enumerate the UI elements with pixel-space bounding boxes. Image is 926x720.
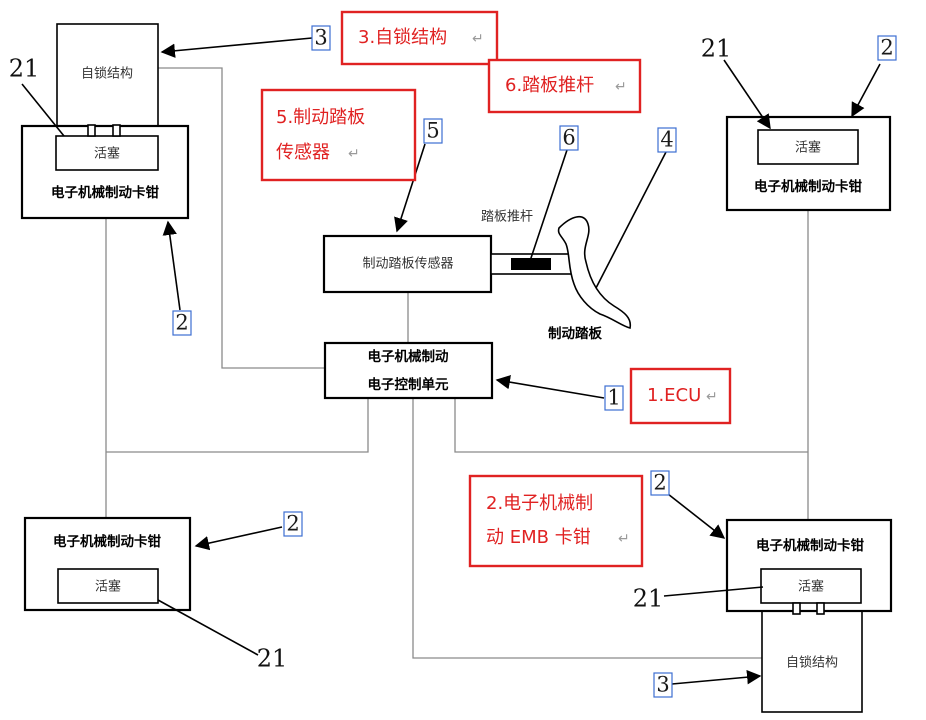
self-lock-block	[761, 603, 863, 713]
pedal-sensor-block	[322, 234, 493, 294]
arrow-3-top	[160, 37, 313, 58]
callout-pedal-rod-text: 6.踏板推杆	[505, 75, 594, 96]
piston-slot-right	[816, 602, 825, 615]
leader-4	[595, 151, 667, 289]
part-number-1: 1	[607, 386, 620, 410]
arrow-5	[394, 143, 426, 233]
wire-ecu-bottom-right-lock	[412, 398, 762, 659]
callout-pedal-sensor-line2: 传感器	[276, 142, 330, 163]
piston-slot-left	[792, 602, 801, 615]
pedal-rod-label: 踏板推杆	[481, 210, 533, 225]
arrow-2-bottom-left	[194, 526, 283, 551]
part-number-3: 3	[314, 26, 327, 50]
part-number-2: 2	[880, 36, 893, 60]
piston-label: 活塞	[798, 579, 824, 595]
callout-caliper-line1: 2.电子机械制	[486, 493, 593, 514]
leader-21-top-left	[21, 83, 65, 137]
arrow-2-bottom-right	[667, 493, 726, 539]
caliper-label: 电子机械制动卡钳	[754, 178, 862, 195]
piston-block	[57, 568, 159, 604]
ecu-block	[323, 341, 494, 400]
part-number-2: 2	[286, 512, 299, 536]
tag-3-bottom	[653, 672, 673, 698]
leader-21-bottom-right	[663, 586, 764, 597]
tag-2-bottom-left	[283, 511, 303, 537]
caliper-label: 电子机械制动卡钳	[51, 184, 159, 201]
wire-ecu-top-left-lock	[158, 67, 325, 369]
brake-pedal-label: 制动踏板	[548, 325, 602, 342]
callout-pedal-sensor	[260, 88, 417, 182]
arrow-1	[495, 375, 605, 399]
annotation-callouts: 3.自锁结构 ↵ 6.踏板推杆 ↵ 5.制动踏板 传感器 ↵ 1.ECU ↵ 2…	[260, 10, 732, 568]
callout-ecu	[629, 367, 732, 425]
leader-6	[528, 149, 568, 265]
tag-1	[604, 385, 624, 411]
pointers	[21, 37, 881, 685]
return-mark: ↵	[615, 79, 627, 95]
piston-label: 活塞	[795, 140, 821, 156]
caliper-top-left: 自锁结构 活塞 电子机械制动卡钳	[20, 23, 190, 220]
piston-block	[55, 135, 159, 171]
tag-2-top-right	[877, 35, 897, 61]
part-number-21-top-right: 21	[701, 35, 732, 63]
tag-3-top	[311, 25, 331, 51]
piston-label: 活塞	[94, 146, 120, 162]
callout-pedal-rod	[487, 58, 642, 114]
caliper-bottom-left: 电子机械制动卡钳 活塞	[23, 516, 192, 612]
return-mark: ↵	[618, 531, 630, 547]
ecu-label-line2: 电子控制单元	[368, 376, 449, 393]
part-number-5: 5	[426, 119, 439, 143]
tag-5	[423, 118, 443, 144]
part-number-4: 4	[660, 128, 673, 152]
piston-slot-left	[87, 124, 96, 137]
wiring	[105, 67, 809, 659]
part-number-2: 2	[653, 471, 666, 495]
part-number-3: 3	[656, 673, 669, 697]
caliper-label: 电子机械制动卡钳	[756, 537, 864, 554]
piston-block	[760, 568, 862, 604]
callout-self-lock	[340, 10, 499, 66]
part-number-tags: 3 2 5 6 4 2 1 2 2 3	[172, 25, 897, 698]
arrow-2-top-right	[851, 63, 881, 118]
pedal-rod-core	[511, 258, 551, 270]
return-mark: ↵	[472, 31, 484, 47]
callout-caliper-line2: 动 EMB 卡钳	[486, 527, 591, 548]
return-mark: ↵	[706, 389, 718, 405]
tag-2-top-left	[172, 310, 192, 336]
wire-ecu-right-calipers	[454, 398, 808, 453]
caliper-label: 电子机械制动卡钳	[53, 533, 161, 550]
ecu: 电子机械制动 电子控制单元	[323, 341, 494, 400]
piston-reference-numerals: 21 21 21 21	[9, 35, 732, 673]
self-lock-label: 自锁结构	[81, 66, 133, 82]
arrow-3-bottom	[671, 670, 762, 685]
part-number-21-top-left: 21	[9, 55, 40, 83]
arrow-2-top-left	[162, 220, 181, 311]
part-number-21-bottom-right: 21	[633, 585, 664, 613]
ecu-label-line1: 电子机械制动	[368, 348, 449, 365]
callout-caliper	[468, 474, 644, 568]
callout-ecu-text: 1.ECU	[647, 385, 701, 406]
piston-slot-right	[112, 124, 121, 137]
wire-ecu-left-calipers	[106, 398, 369, 453]
callout-self-lock-text: 3.自锁结构	[358, 27, 447, 48]
tag-4	[657, 127, 677, 153]
pedal-assembly: 制动踏板传感器 踏板推杆 制动踏板	[322, 210, 632, 342]
part-number-6: 6	[562, 126, 575, 150]
part-number-2: 2	[175, 311, 188, 335]
caliper-bottom-right: 自锁结构 电子机械制动卡钳 活塞	[725, 518, 893, 713]
leader-21-bottom-left	[157, 599, 259, 656]
pedal-sensor-label: 制动踏板传感器	[362, 256, 453, 272]
arrow-21-top-right	[723, 59, 771, 130]
caliper-top-right: 活塞 电子机械制动卡钳	[725, 115, 892, 212]
part-number-21-bottom-left: 21	[257, 645, 288, 673]
tag-2-bottom-right	[650, 470, 670, 496]
tag-6	[559, 125, 579, 151]
brake-pedal-shape	[557, 216, 632, 329]
piston-label: 活塞	[95, 579, 121, 595]
piston-block	[757, 129, 859, 165]
self-lock-label: 自锁结构	[786, 655, 838, 671]
return-mark: ↵	[348, 146, 360, 162]
callout-pedal-sensor-line1: 5.制动踏板	[276, 107, 365, 128]
